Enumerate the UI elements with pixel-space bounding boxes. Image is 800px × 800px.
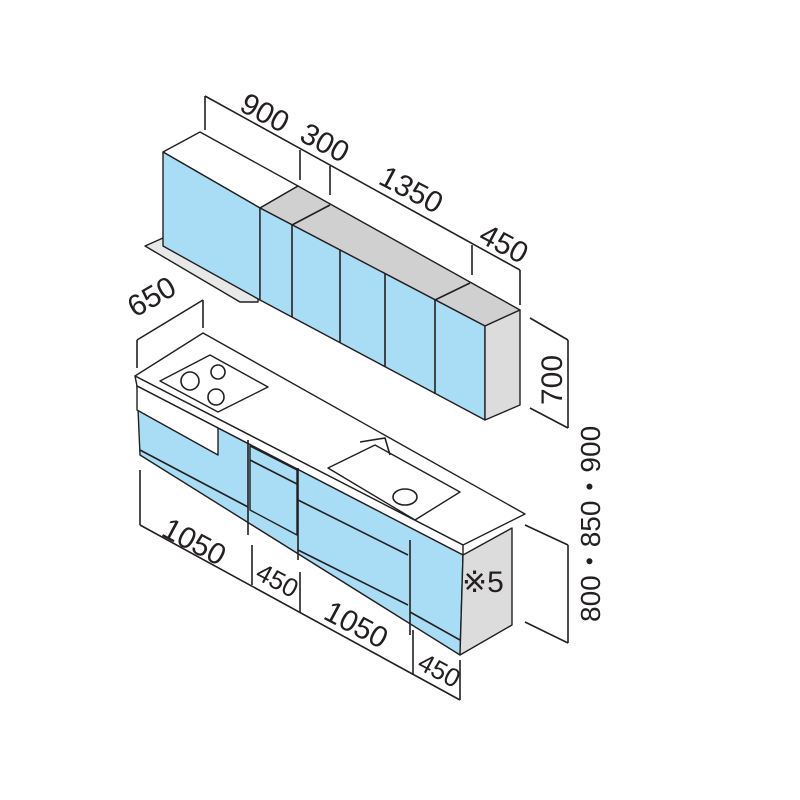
burner [180,371,200,391]
upper-right-side [484,309,521,421]
lower-width-450-a: 450 [251,557,303,604]
cabinet-side [459,527,513,656]
lower-width-1050-a: 1050 [157,512,231,572]
upper-width-1350: 1350 [374,160,448,220]
lower-kitchen [134,332,526,656]
upper-door-seams [291,204,471,394]
dishwasher [249,445,298,536]
cooktop [159,354,269,413]
sink [327,444,461,521]
upper-width-450: 450 [474,218,534,271]
lower-height: 800・850・900 [575,426,606,622]
upper-height-700: 700 [536,355,569,405]
sink-drain [392,488,418,506]
lower-depth-650: 650 [122,270,182,324]
control-panel [136,385,219,456]
side-panel-note: ※5 [462,566,504,599]
upper-width-900: 900 [235,87,295,140]
upper-cabinets [144,131,521,421]
drawer-seams [139,440,461,641]
burner [207,388,225,406]
burner [210,364,226,380]
upper-width-300: 300 [295,117,355,170]
dimension-lines [136,95,569,701]
faucet [359,437,391,456]
